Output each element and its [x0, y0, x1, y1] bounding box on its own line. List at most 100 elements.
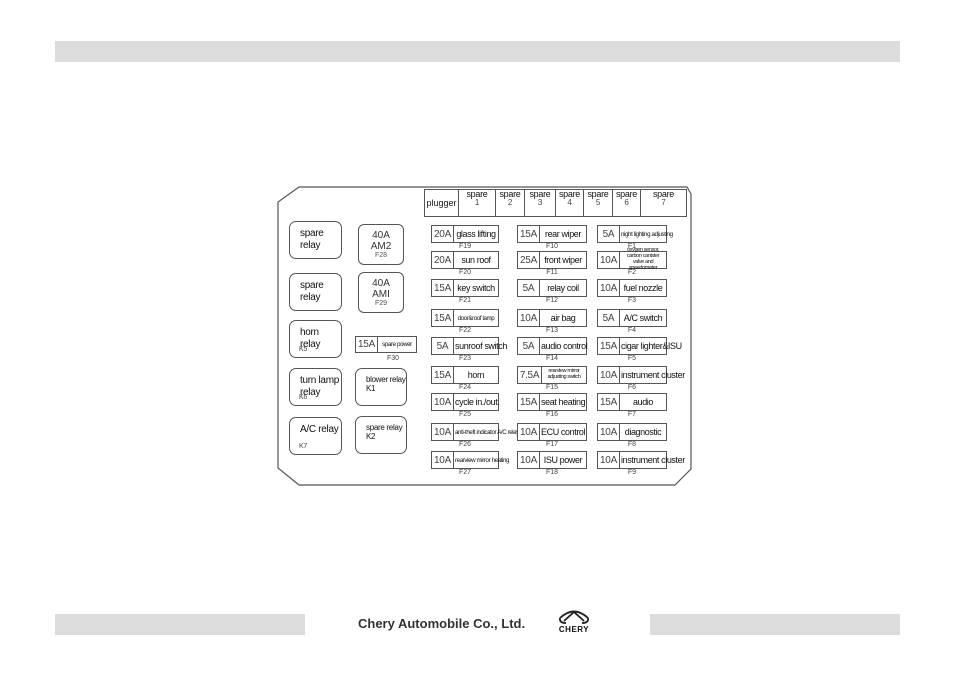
- relay-slot: spare relay: [289, 221, 342, 259]
- fuse-amperage: 5A: [598, 310, 620, 326]
- fuse-name: air bag: [550, 313, 576, 323]
- fuse-amperage: 15A: [356, 337, 378, 352]
- fuse-id: F9: [627, 469, 637, 476]
- fuse-amperage: 15A: [598, 338, 620, 354]
- relay-label: spare relay: [300, 228, 324, 251]
- fuse-name: A/C switch: [623, 313, 663, 323]
- fuse-name: AM2: [370, 240, 392, 252]
- fuse-name: sunroof switch: [455, 341, 507, 351]
- fuse-slot: 25A front wiper: [517, 251, 587, 269]
- footer-bar-right: [650, 614, 900, 635]
- fuse-spare-power: 15A spare power: [355, 336, 417, 353]
- fuse-name: cycle in./out.: [455, 397, 500, 407]
- fuse-id: F29: [374, 300, 388, 307]
- fuse-amperage: 20A: [432, 226, 454, 242]
- footer-bar-left: [55, 614, 305, 635]
- spare-label: spare: [587, 189, 609, 199]
- fuse-id: F24: [458, 384, 472, 391]
- fuse-name: rearview mirror heating: [455, 456, 510, 464]
- header-bar: [55, 41, 900, 62]
- fuse-amperage: 10A: [432, 394, 454, 410]
- fuse-box-outline: [277, 186, 692, 486]
- fuse-amperage: 5A: [518, 338, 540, 354]
- fuse-id: F16: [545, 411, 559, 418]
- fuse-id: F19: [458, 243, 472, 250]
- fuse-amperage: 10A: [598, 252, 620, 268]
- fuse-amperage: 10A: [598, 424, 620, 440]
- spare-label: spare: [466, 189, 488, 199]
- fuse-name: instrument cluster: [621, 455, 685, 465]
- fuse-name: front wiper: [544, 255, 582, 265]
- fuse-id: F15: [545, 384, 559, 391]
- fuse-amperage: 5A: [598, 226, 620, 242]
- fuse-name: fuel nozzle: [623, 283, 663, 293]
- fuse-amperage: 10A: [598, 280, 620, 296]
- relay-label: turn lamp relay: [300, 375, 339, 398]
- fuse-id: F21: [458, 297, 472, 304]
- fuse-id: F25: [458, 411, 472, 418]
- relay-label: blower relay: [366, 375, 406, 384]
- fuse-name: spare power: [382, 341, 412, 348]
- spare-number: 5: [595, 198, 601, 208]
- fuse-id: F7: [627, 411, 637, 418]
- fuse-amperage: 25A: [518, 252, 540, 268]
- fuse-id: F6: [627, 384, 637, 391]
- fuse-name: seat heating: [541, 397, 586, 407]
- fuse-amperage: 15A: [518, 394, 540, 410]
- spare-number: 6: [624, 198, 629, 208]
- fuse-name: key switch: [457, 283, 495, 293]
- spare-number: 1: [474, 198, 480, 208]
- fuse-id: F28: [374, 252, 388, 259]
- fuse-name: AMI: [372, 288, 390, 300]
- relay-slot: spare relay: [289, 273, 342, 311]
- fuse-amperage: 5A: [518, 280, 540, 296]
- fuse-id: F8: [627, 441, 637, 448]
- fuse-id: F3: [627, 297, 637, 304]
- fuse-amperage: 15A: [598, 394, 620, 410]
- fuse-name: cigar lighter&ISU: [621, 341, 682, 351]
- fuse-id: F13: [545, 327, 559, 334]
- company-name: Chery Automobile Co., Ltd.: [358, 616, 526, 631]
- fuse-amperage: 10A: [518, 424, 540, 440]
- fuse-name: relay coil: [547, 283, 579, 293]
- fuse-amperage: 10A: [518, 452, 540, 468]
- plugger-slot: plugger: [426, 198, 457, 208]
- fuse-name: sun roof: [461, 255, 491, 265]
- chery-brand-text: CHERY: [558, 625, 590, 634]
- fuse-name: rear wiper: [544, 229, 581, 239]
- fuse-amperage: 10A: [518, 310, 540, 326]
- fuse-id: F1: [627, 243, 637, 250]
- fuse-amperage: 20A: [432, 252, 454, 268]
- fuse-name: night lighting adjusting: [621, 230, 673, 238]
- fuse-name: ISU power: [543, 455, 583, 465]
- chery-logo-icon: [558, 610, 590, 624]
- relay-id: K6: [299, 393, 307, 401]
- fuse-amperage: 40A: [372, 230, 390, 241]
- spare-number: 3: [537, 198, 543, 208]
- spare-label: spare: [529, 189, 551, 199]
